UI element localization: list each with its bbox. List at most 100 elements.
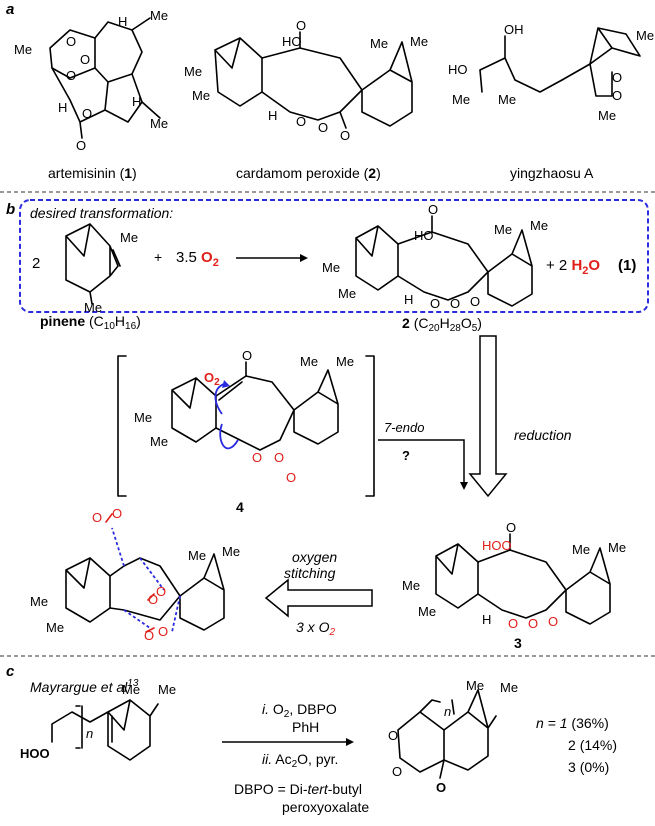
endo-question: ? (402, 448, 410, 463)
yingzhaosu-caption: yingzhaosu A (510, 165, 594, 181)
yingzhaosu-structure: OH HO Me Me Me Me O O (448, 22, 654, 123)
cp-h: H (268, 108, 277, 123)
i4-me-1: Me (134, 410, 152, 425)
cp-seven-ring (261, 47, 363, 121)
p2-o-carbonyl: O (470, 294, 480, 309)
sp-o2-top-2: O (112, 506, 122, 521)
artemisinin-caption: artemisinin (1) (48, 165, 137, 181)
i4-o2-label: O2 (204, 370, 220, 388)
yz-peroxide-bonds (589, 63, 613, 97)
c3-seven-ring (477, 549, 567, 619)
c3-me-2: Me (418, 604, 436, 619)
i4-o-ring2: O (274, 450, 284, 465)
cp-me-4: Me (410, 34, 428, 49)
c3-o-carbonyl: O (548, 614, 558, 629)
c3-left-bicycle (435, 543, 479, 609)
sp-o2-mid-1: O (148, 592, 158, 607)
artemisinin-o3: O (66, 34, 76, 49)
panel-c: c Mayrargue et al13 n Me Me HOO i. O2, D… (6, 663, 617, 815)
sp-me-1: Me (466, 678, 484, 693)
stitched-precursor-structure (65, 513, 225, 633)
hp-n-bracket (75, 705, 83, 749)
sp-middle (109, 557, 181, 621)
p2-right-bicycle (487, 229, 533, 307)
sp-o2-low-2: O (158, 624, 168, 639)
hp-me-1: Me (122, 682, 140, 697)
sp-o2-low-1: O (144, 628, 154, 643)
pinene-me-bottom: Me (84, 300, 102, 315)
sp-me-2: Me (46, 620, 64, 635)
desired-transformation-box (19, 199, 649, 313)
endo-arrowhead (460, 482, 468, 490)
cp-me-3: Me (370, 36, 388, 51)
i4-right-bicycle (293, 369, 339, 445)
sp-o1: O (392, 764, 402, 779)
p2-ho: HO (414, 228, 434, 243)
artemisinin-o5: O (76, 138, 86, 153)
p2-o-ring2: O (450, 296, 460, 311)
pinene-structure (65, 223, 121, 305)
yz-me-3: Me (636, 28, 654, 43)
sp-o-carbonyl: O (436, 780, 446, 795)
i4-o-carbonyl: O (286, 470, 296, 485)
hp-n: n (86, 726, 93, 741)
sp-me-4: Me (222, 544, 240, 559)
pinene-coefficient: 2 (32, 255, 40, 272)
sp-o2-top: O (92, 510, 102, 525)
cp-me-2: Me (192, 88, 210, 103)
sp-n: n (444, 704, 451, 719)
c3-right-bicycle (565, 547, 611, 625)
cp-me-1: Me (184, 64, 202, 79)
hp-hoo: HOO (20, 746, 50, 761)
reduction-label: reduction (514, 427, 572, 443)
pinene-methyl (89, 291, 93, 305)
panel-b: b desired transformation: 2 Me Me pinene… (6, 199, 649, 651)
compound-3-label: 3 (514, 635, 522, 651)
c3-o-ring2: O (528, 616, 538, 631)
i4-o-top: O (242, 348, 252, 363)
i4-me-2: Me (150, 434, 168, 449)
stitch-label-2: stitching (284, 565, 336, 581)
curved-arrow-2 (214, 383, 225, 415)
i4-left-bicycle (171, 377, 217, 443)
c3-me-1: Me (402, 578, 420, 593)
compound-3-structure (435, 533, 611, 625)
bracket-right (365, 355, 375, 497)
p2-me-2: Me (338, 286, 356, 301)
product-2-structure (355, 215, 533, 307)
cp-carbonyls (299, 31, 347, 129)
equation-number: (1) (618, 257, 636, 274)
panel-c-label: c (6, 663, 15, 680)
c3-h: H (482, 612, 491, 627)
endo-label: 7-endo (384, 420, 424, 435)
p2-left-bicycle (355, 225, 399, 291)
yz-bicycle (561, 27, 641, 81)
i4-chain (215, 375, 295, 451)
dbpo-definition-2: peroxyoxalate (282, 799, 369, 815)
pinene-double-bond (112, 249, 121, 267)
sp-me-2: Me (500, 680, 518, 695)
condition-2: ii. Ac2O, pyr. (262, 751, 338, 770)
yz-me-2: Me (498, 92, 516, 107)
endo-arrow (378, 439, 465, 482)
yield-row-3: 3 (0%) (568, 759, 609, 775)
yz-me-1: Me (452, 92, 470, 107)
p2-seven-ring (397, 231, 489, 301)
citation: Mayrargue et al13 (30, 678, 139, 695)
panel-b-label: b (6, 201, 15, 218)
artemisinin-o1: O (66, 68, 76, 83)
sp-n-bracket (419, 699, 455, 715)
intermediate-4-label: 4 (236, 499, 244, 515)
reduction-arrow (468, 335, 508, 498)
i4-me-4: Me (336, 354, 354, 369)
artemisinin-o2: O (80, 52, 90, 67)
sp-o2-mid-2: O (156, 584, 166, 599)
artemisinin-h-mid: H (132, 94, 141, 109)
cardamom-caption: cardamom peroxide (2) (236, 165, 381, 181)
sp-me-1: Me (30, 594, 48, 609)
c3-me-3: Me (572, 542, 590, 557)
water-product: + 2 H2O (546, 257, 600, 277)
box-title: desired transformation: (30, 205, 173, 221)
yz-oh: OH (504, 22, 524, 37)
pinene-me-top: Me (120, 230, 138, 245)
